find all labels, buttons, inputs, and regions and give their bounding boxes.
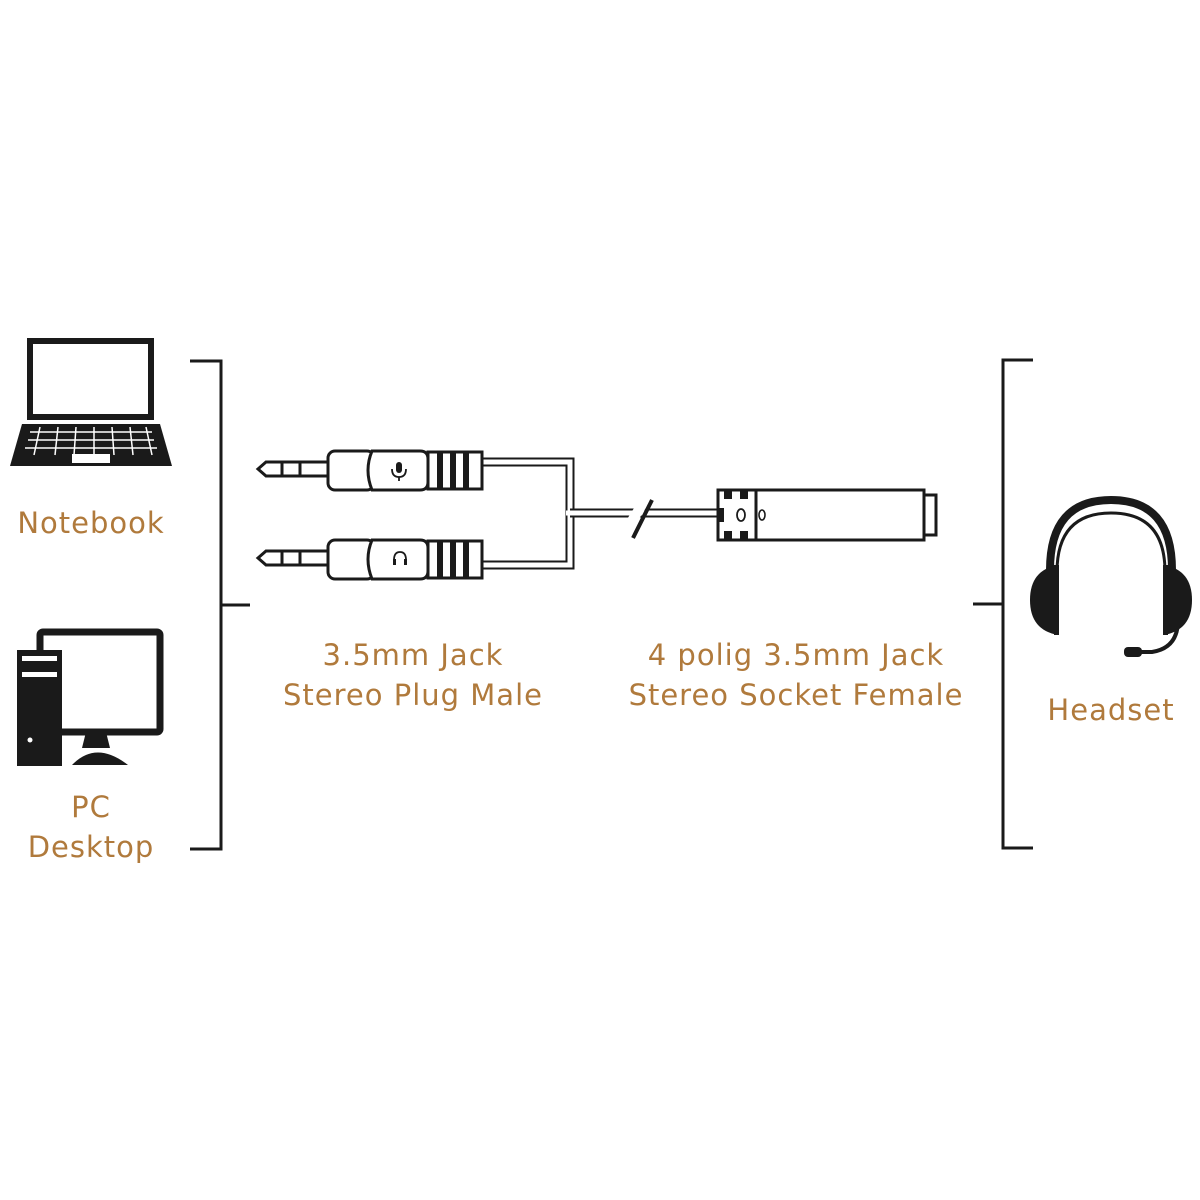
plug-male-mic: [255, 449, 484, 492]
socket-female: [716, 488, 938, 542]
left-bracket: [190, 359, 250, 851]
headset-icon: [1030, 495, 1192, 657]
plug-label-line-2: Stereo Plug Male: [283, 678, 543, 712]
desktop-pc-icon: [17, 628, 164, 766]
headset-label: Headset: [1047, 693, 1174, 727]
splitter-cable: [480, 457, 720, 570]
microphone-icon: [391, 462, 407, 481]
right-bracket: [973, 358, 1033, 850]
headphone-icon: [393, 551, 407, 565]
socket-label-line-2: Stereo Socket Female: [629, 678, 964, 712]
desktop-label: Desktop: [28, 830, 155, 864]
pc-label: PC: [71, 790, 111, 824]
laptop-icon: [10, 338, 172, 466]
socket-label-line-1: 4 polig 3.5mm Jack: [648, 638, 944, 672]
notebook-label: Notebook: [17, 506, 164, 540]
plug-male-headphone: [255, 538, 484, 581]
plug-label-line-1: 3.5mm Jack: [323, 638, 504, 672]
